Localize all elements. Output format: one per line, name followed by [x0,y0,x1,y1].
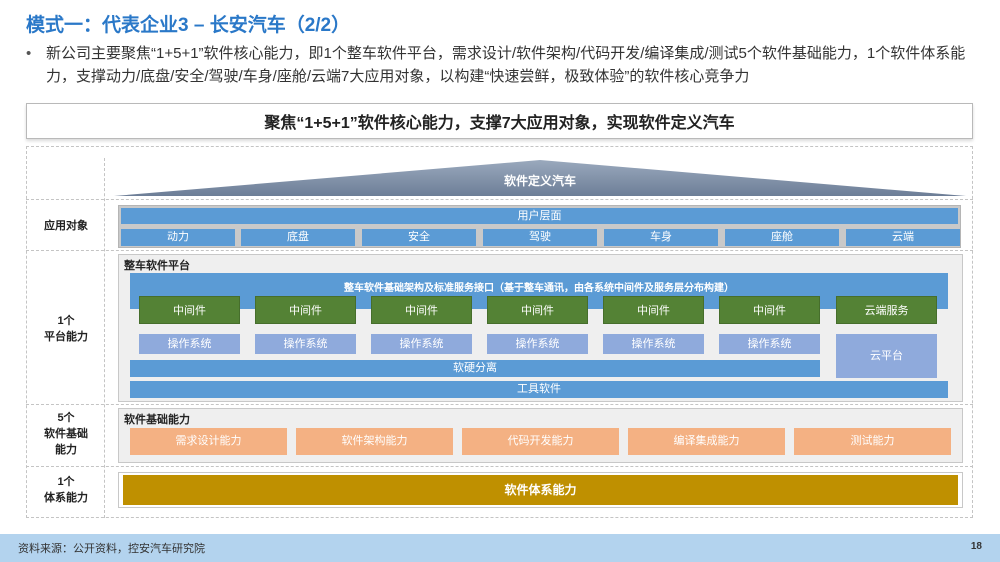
bullet-text: 新公司主要聚焦“1+5+1”软件核心能力，即1个整车软件平台，需求设计/软件架构… [46,45,966,85]
row-label-text: 应用对象 [44,220,88,232]
row-label-text: 1个 [57,315,75,327]
row-divider [26,250,973,251]
app-item-cockpit: 座舱 [725,229,839,246]
bullet-dot: • [26,45,32,62]
os-box: 操作系统 [603,334,704,354]
middleware-box: 中间件 [487,296,588,324]
middleware-box: 中间件 [603,296,704,324]
row-label-text: 5个 [57,412,75,424]
app-item-driving: 驾驶 [483,229,597,246]
os-box: 操作系统 [255,334,356,354]
row-label-text: 软件基础 [44,428,88,440]
summary-banner: 聚焦“1+5+1”软件核心能力，支撑7大应用对象，实现软件定义汽车 [26,103,973,139]
platform-title: 整车软件平台 [124,260,190,272]
roof-label: 软件定义汽车 [503,174,576,188]
system-capability-bar: 软件体系能力 [123,475,958,505]
row-label-text: 1个 [57,476,75,488]
app-item-chassis: 底盘 [241,229,355,246]
os-box: 操作系统 [371,334,472,354]
cloud-service-box: 云端服务 [836,296,937,324]
middleware-box: 中间件 [255,296,356,324]
app-item-body: 车身 [604,229,718,246]
row-divider [26,199,973,200]
architecture-frame [26,146,973,518]
app-item-cloud: 云端 [846,229,960,246]
app-item-power: 动力 [121,229,235,246]
base-capability-title: 软件基础能力 [124,414,190,426]
bullet-paragraph: • 新公司主要聚焦“1+5+1”软件核心能力，即1个整车软件平台，需求设计/软件… [26,42,986,88]
page-number: 18 [970,541,982,552]
row-divider [26,466,973,467]
row-label-text: 能力 [55,444,77,456]
roof-shape [114,160,966,196]
tools-bar: 工具软件 [130,381,948,398]
app-item-safety: 安全 [362,229,476,246]
source-note: 资料来源：公开资料，控安汽车研究院 [18,543,205,555]
footer-bar [0,534,1000,562]
row-label-text: 平台能力 [44,331,88,343]
slide-title: 模式一：代表企业3 – 长安汽车（2/2） [26,15,351,36]
os-box: 操作系统 [487,334,588,354]
row-label-app: 应用对象 [28,218,104,234]
os-box: 操作系统 [139,334,240,354]
cloud-platform-box: 云平台 [836,334,937,378]
os-box: 操作系统 [719,334,820,354]
row-label-base: 5个 软件基础 能力 [28,410,104,458]
capability-box: 代码开发能力 [462,428,619,455]
capability-box: 软件架构能力 [296,428,453,455]
soft-hard-separation-bar: 软硬分离 [130,360,820,377]
middleware-box: 中间件 [719,296,820,324]
label-divider [104,158,105,518]
capability-box: 编译集成能力 [628,428,785,455]
middleware-box: 中间件 [139,296,240,324]
row-label-text: 体系能力 [44,492,88,504]
user-layer-bar: 用户层面 [121,208,958,224]
capability-box: 需求设计能力 [130,428,287,455]
row-divider [26,404,973,405]
row-label-system: 1个 体系能力 [28,474,104,506]
middleware-box: 中间件 [371,296,472,324]
row-label-platform: 1个 平台能力 [28,313,104,345]
capability-box: 测试能力 [794,428,951,455]
